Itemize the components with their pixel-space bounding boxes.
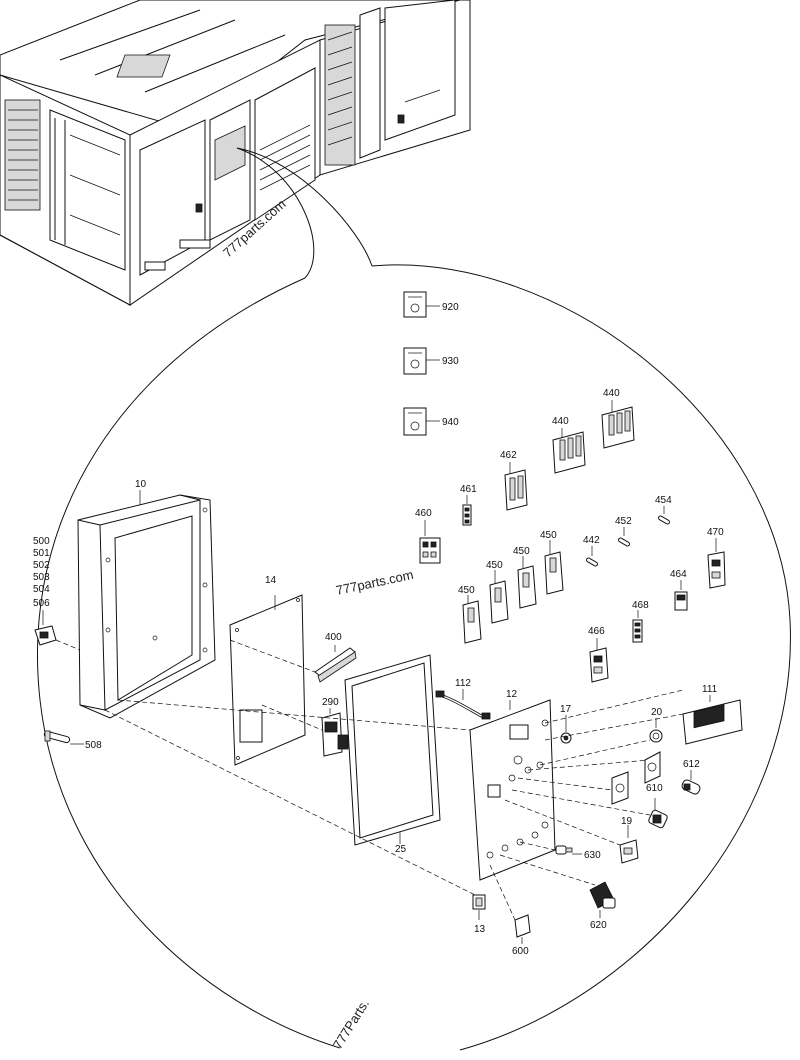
callout-466: 466	[588, 626, 605, 637]
controller-display-111: 111	[682, 684, 743, 745]
callout-14: 14	[265, 575, 277, 586]
callout-25: 25	[395, 844, 407, 855]
enclosure-box-10: 10	[77, 479, 216, 719]
latch-13: 13	[472, 894, 486, 935]
fuse-452: 452	[615, 516, 632, 547]
callout-440-right: 440	[603, 388, 620, 399]
callout-12: 12	[506, 689, 518, 700]
label-plate-920: 920	[403, 291, 459, 318]
breaker-450-lower: 450	[458, 585, 482, 644]
breaker-450-middle: 450	[486, 560, 509, 624]
callout-630: 630	[584, 850, 601, 861]
watermark-bottom: 777Parts.	[330, 996, 372, 1051]
relay-466: 466	[588, 626, 609, 683]
callout-450-lower: 450	[458, 585, 475, 596]
callout-111: 111	[702, 684, 718, 695]
module-290: 290	[261, 697, 349, 757]
terminal-block-470: 470	[707, 527, 726, 589]
relay-block-460: 460	[415, 508, 441, 564]
circuit-breaker-440-right: 440	[601, 388, 635, 449]
switch-610: 610	[611, 771, 668, 829]
callout-920: 920	[442, 302, 459, 313]
breaker-450-top: 450	[540, 530, 564, 595]
cable-112: 112	[435, 678, 491, 720]
callout-468: 468	[632, 600, 649, 611]
terminal-strip-468: 468	[632, 600, 649, 643]
din-rail-400: 400	[229, 632, 357, 683]
callout-620: 620	[590, 920, 607, 931]
watermark-middle: 777parts.com	[335, 567, 415, 598]
callout-17: 17	[560, 704, 572, 715]
callout-610: 610	[646, 783, 663, 794]
circuit-breaker-462: 462	[500, 450, 528, 511]
callout-450-middle: 450	[486, 560, 503, 571]
indicator-17: 17	[560, 704, 572, 744]
door-gasket-25: 25	[344, 654, 441, 855]
connector-500-series: 500 501 502 503 504 506	[33, 536, 81, 651]
callout-19: 19	[621, 816, 633, 827]
sensor-612: 612	[644, 751, 701, 795]
callout-502: 502	[33, 560, 50, 571]
callout-464: 464	[670, 569, 687, 580]
callout-506: 506	[33, 598, 50, 609]
callout-460: 460	[415, 508, 432, 519]
callout-612: 612	[683, 759, 700, 770]
callout-461: 461	[460, 484, 477, 495]
breaker-450-upper: 450	[513, 546, 537, 609]
bracket-19: 19	[619, 816, 639, 864]
callout-940: 940	[442, 417, 459, 428]
callout-400: 400	[325, 632, 342, 643]
callout-600: 600	[512, 946, 529, 957]
callout-13: 13	[474, 924, 486, 935]
relay-464: 464	[670, 569, 688, 611]
callout-930: 930	[442, 356, 459, 367]
selector-switch-620: 620	[589, 881, 616, 931]
callout-440-left: 440	[552, 416, 569, 427]
terminal-strip-461: 461	[460, 484, 477, 526]
callout-501: 501	[33, 548, 50, 559]
callout-508: 508	[85, 740, 102, 751]
callout-470: 470	[707, 527, 724, 538]
label-plate-940: 940	[403, 407, 459, 436]
circuit-breaker-440-left: 440	[552, 416, 586, 474]
callout-112: 112	[455, 678, 471, 689]
screw-630: 630	[555, 845, 601, 861]
callout-504: 504	[33, 584, 50, 595]
detail-balloon	[36, 147, 791, 1051]
label-600: 600	[512, 914, 531, 957]
callout-442: 442	[583, 535, 600, 546]
fuse-454: 454	[655, 495, 672, 525]
callout-450-top: 450	[540, 530, 557, 541]
callout-500: 500	[33, 536, 50, 547]
callout-462: 462	[500, 450, 517, 461]
callout-20: 20	[651, 707, 663, 718]
generator-enclosure: 777parts.com	[0, 0, 471, 306]
label-plate-group: 920 930 940	[403, 291, 459, 436]
assembly-leader-lines	[104, 689, 684, 921]
label-plate-930: 930	[403, 347, 459, 375]
callout-450-upper: 450	[513, 546, 530, 557]
callout-454: 454	[655, 495, 672, 506]
fuse-442: 442	[583, 535, 600, 567]
callout-290: 290	[322, 697, 339, 708]
callout-452: 452	[615, 516, 632, 527]
mounting-plate-14: 14	[229, 575, 306, 766]
plug-508: 508	[43, 730, 102, 751]
callout-10: 10	[135, 479, 147, 490]
ring-20: 20	[649, 707, 663, 743]
callout-503: 503	[33, 572, 50, 583]
